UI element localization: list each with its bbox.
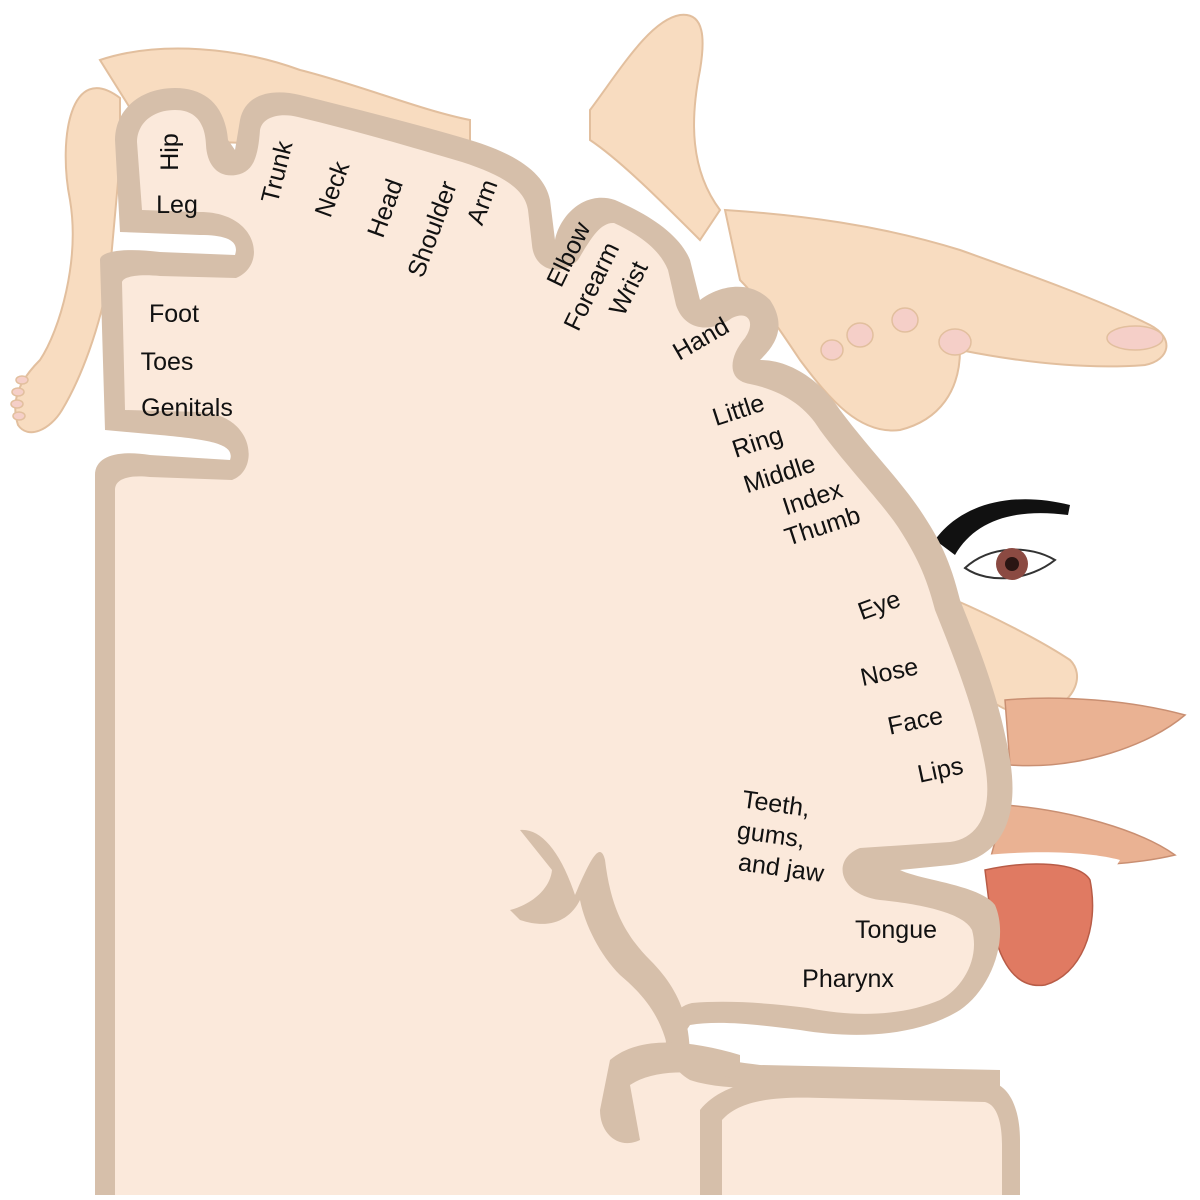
label-pharynx: Pharynx	[802, 965, 894, 993]
toe	[15, 375, 29, 385]
tongue-shape	[984, 863, 1094, 987]
pupil-shape	[1005, 557, 1019, 571]
thumbnail	[1106, 325, 1164, 351]
fingernail	[846, 322, 874, 348]
toes-group	[10, 375, 29, 421]
tongue-illustration	[984, 863, 1094, 987]
fingernail	[820, 339, 844, 361]
cortex-inner-fill	[115, 110, 1000, 1195]
eyebrow-shape	[935, 499, 1070, 555]
fingernail	[938, 328, 972, 356]
eye-illustration	[935, 499, 1070, 580]
lower-sulcus-band	[510, 829, 690, 1060]
upper-arm-shape	[589, 13, 722, 242]
leg-shape	[14, 87, 121, 434]
toe	[10, 399, 24, 409]
hand-shape	[723, 208, 1168, 432]
brain-cortex	[95, 88, 1020, 1195]
lips-illustration	[985, 697, 1187, 870]
toe	[11, 387, 25, 397]
upper-lip-shape	[1004, 697, 1187, 767]
toe	[12, 411, 26, 421]
label-foot: Foot	[149, 300, 199, 328]
fingernails-group	[820, 307, 1164, 361]
label-genitals: Genitals	[141, 394, 233, 422]
label-toes: Toes	[141, 348, 194, 376]
label-tongue: Tongue	[855, 916, 937, 944]
label-hip: Hip	[156, 133, 184, 171]
arm-hand-illustration	[589, 13, 1168, 432]
temporal-lobe-fill	[722, 1097, 1002, 1195]
fingernail	[891, 307, 919, 333]
label-leg: Leg	[156, 191, 198, 219]
lower-lobe-outline	[600, 1042, 740, 1144]
